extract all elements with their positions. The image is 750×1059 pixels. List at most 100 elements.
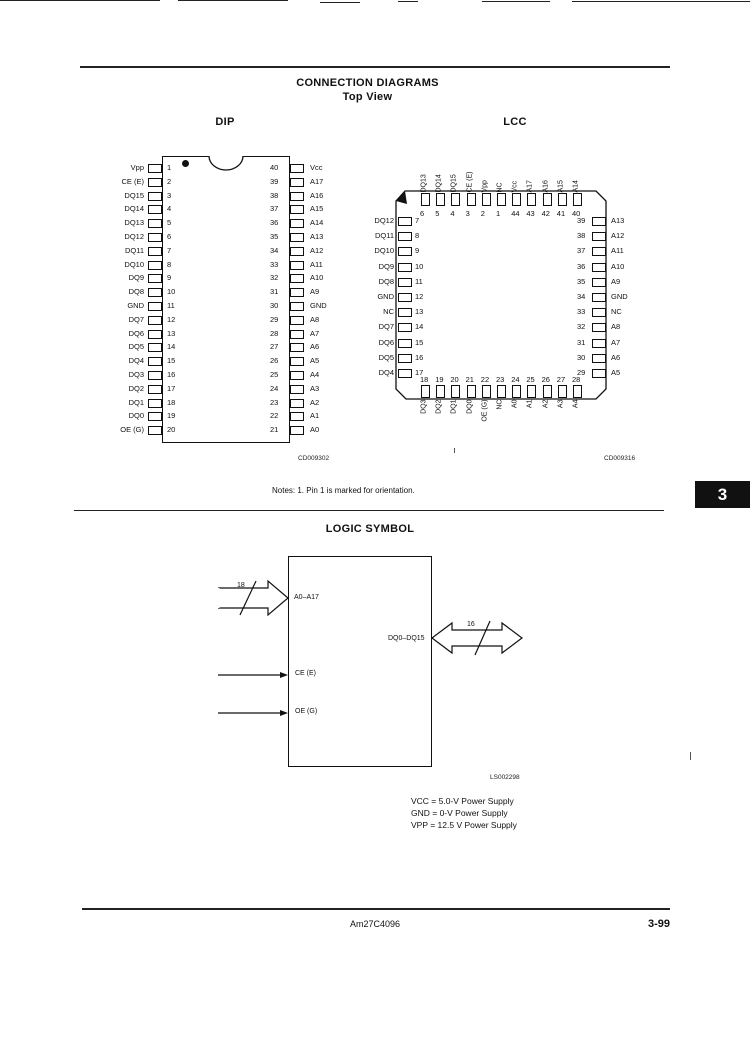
lcc-pin-number: 27 xyxy=(556,375,566,384)
lcc-label: LCC xyxy=(503,116,527,128)
dip-pin-number: 30 xyxy=(270,301,279,310)
top-edge-rule-6 xyxy=(572,1,750,2)
dip-pin-number: 39 xyxy=(270,176,279,186)
lcc-pin-label: A0 xyxy=(511,399,519,409)
footer-page-number: 3-99 xyxy=(648,918,671,930)
dip-pin-label: A7 xyxy=(310,328,320,338)
dip-pin-number: 40 xyxy=(270,163,279,172)
dip-pin-number: 29 xyxy=(270,314,279,324)
lcc-pin-label: A8 xyxy=(611,322,621,332)
dip-pin-label: A9 xyxy=(310,287,320,297)
dip-pin-label: A4 xyxy=(310,370,320,379)
dip-pin-stub xyxy=(148,219,162,229)
dip-pin-stub xyxy=(290,343,304,353)
orientation-note: Notes: 1. Pin 1 is marked for orientatio… xyxy=(272,486,415,495)
dip-pin-stub xyxy=(148,384,162,394)
lcc-pin-label: A14 xyxy=(572,180,580,193)
lcc-pin-stub xyxy=(592,217,606,226)
lcc-pin-number: 10 xyxy=(415,261,424,271)
dip-pin-number: 8 xyxy=(167,259,172,269)
ce-line xyxy=(218,672,288,678)
dip-pin-stub xyxy=(290,412,304,422)
dip-pin-stub xyxy=(148,191,162,201)
dip-pin-stub xyxy=(148,398,162,408)
lcc-pin-number: 44 xyxy=(511,209,520,218)
lcc-pin-number: 43 xyxy=(526,209,535,218)
dip-pin-stub xyxy=(148,260,162,270)
dip-pin-number: 35 xyxy=(270,232,279,241)
dip-pin-number: 18 xyxy=(167,397,176,407)
dip-pin-stub xyxy=(148,302,162,311)
dip-pin-label: A1 xyxy=(310,411,320,421)
dip-pin-stub xyxy=(148,177,162,187)
dip-pin-stub xyxy=(148,246,162,256)
logic-block xyxy=(288,556,432,767)
dip-label: DIP xyxy=(215,116,235,128)
dip-pin-stub xyxy=(148,412,162,422)
lcc-pin-stub xyxy=(592,323,606,333)
top-edge-rule-2 xyxy=(178,0,288,1)
dip-pin-label: DQ10 xyxy=(124,259,144,269)
lcc-pin-number: 28 xyxy=(572,375,581,384)
lcc-pin-number: 6 xyxy=(420,209,425,218)
logic-code: LS002298 xyxy=(490,774,520,781)
lcc-pin-stub xyxy=(436,193,446,206)
lcc-pin-stub xyxy=(466,385,476,398)
lcc-pin-label: NC xyxy=(496,399,504,410)
lcc-pin-number: 40 xyxy=(572,209,581,218)
dip-pin-number: 25 xyxy=(270,370,279,379)
lcc-pin-number: 17 xyxy=(415,368,424,377)
lcc-pin-stub xyxy=(481,385,491,398)
dip-pin-number: 34 xyxy=(270,245,279,255)
lcc-pin-number: 26 xyxy=(541,375,550,384)
lcc-pin-label: DQ15 xyxy=(450,174,458,193)
dip-pin-label: DQ4 xyxy=(128,356,144,366)
lcc-pin-stub xyxy=(512,193,522,206)
lcc-pin-number: 34 xyxy=(577,292,586,301)
dip-pin-label: OE (G) xyxy=(120,425,144,435)
lcc-pin-number: 20 xyxy=(450,375,459,384)
lcc-pin-stub xyxy=(527,385,537,398)
oe-line xyxy=(218,710,288,716)
dip-pin-number: 26 xyxy=(270,356,279,366)
dip-pin-label: A17 xyxy=(310,176,324,186)
lcc-pin-number: 9 xyxy=(415,246,420,256)
lcc-pin-number: 19 xyxy=(435,375,444,384)
lcc-pin-stub xyxy=(421,193,430,206)
dip-pin-label: A8 xyxy=(310,314,320,324)
lcc-pin-number: 3 xyxy=(465,209,470,218)
dip-pin-number: 16 xyxy=(167,370,176,379)
dip-pin-label: A0 xyxy=(310,425,320,435)
dip-pin-number: 23 xyxy=(270,397,279,407)
lcc-pin-stub xyxy=(436,385,446,398)
lcc-pin-stub xyxy=(497,193,506,206)
lcc-pin-number: 2 xyxy=(480,209,485,218)
dip-pin-label: A16 xyxy=(310,190,324,200)
lcc-pin-number: 35 xyxy=(577,276,586,286)
dip-pin-number: 7 xyxy=(167,245,172,255)
dip-pin-stub xyxy=(148,343,162,353)
lcc-pin-stub xyxy=(398,232,412,242)
lcc-pin-stub xyxy=(398,262,412,272)
page-title: CONNECTION DIAGRAMS xyxy=(296,77,439,89)
lcc-pin-stub xyxy=(592,277,606,287)
lcc-pin-label: DQ4 xyxy=(378,368,394,377)
lcc-pin-number: 42 xyxy=(541,209,550,218)
power-vcc: VCC = 5.0-V Power Supply xyxy=(411,796,514,806)
data-label: DQ0–DQ15 xyxy=(388,635,425,642)
dip-pin-label: DQ3 xyxy=(128,370,144,379)
dip-pin-label: DQ12 xyxy=(124,232,144,241)
dip-pin-number: 38 xyxy=(270,190,279,200)
dip-pin-label: Vpp xyxy=(130,163,144,172)
dip-pin-number: 33 xyxy=(270,259,279,269)
lcc-pin-label: A17 xyxy=(526,180,534,193)
page-subtitle: Top View xyxy=(342,91,393,103)
lcc-pin-number: 33 xyxy=(577,307,586,317)
lcc-pin-stub xyxy=(398,217,412,226)
dip-pin-label: A15 xyxy=(310,204,324,214)
dip-pin-number: 12 xyxy=(167,314,176,324)
lcc-pin-number: 4 xyxy=(450,209,455,218)
lcc-pin-stub xyxy=(542,193,552,206)
lcc-pin-stub xyxy=(592,353,606,363)
dip-pin-stub xyxy=(290,288,304,298)
